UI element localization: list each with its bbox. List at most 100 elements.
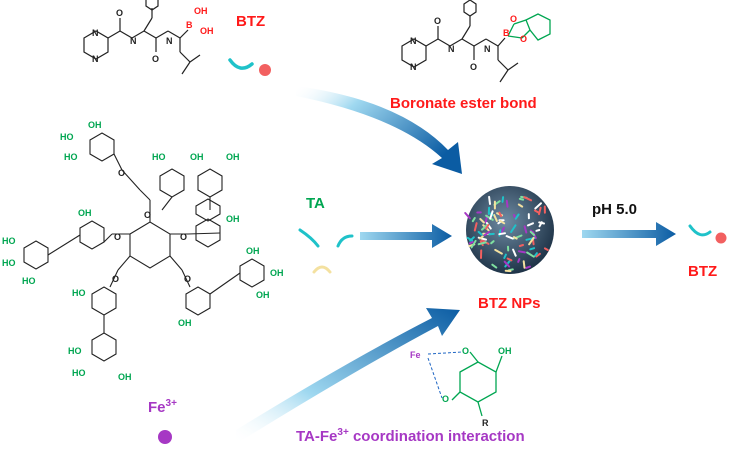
ta-ho-17: HO bbox=[68, 346, 82, 356]
np-fiber bbox=[477, 230, 483, 236]
btz-red-dot-top bbox=[259, 64, 271, 76]
ta-oh-6: OH bbox=[226, 152, 240, 162]
ta-o-e: O bbox=[112, 274, 119, 284]
pyrazine-n2: N bbox=[92, 54, 99, 64]
np-fiber bbox=[533, 209, 540, 214]
np-fiber bbox=[514, 213, 520, 220]
btz-nanoparticle bbox=[464, 186, 554, 274]
coord-o2: O bbox=[442, 394, 449, 404]
np-fiber bbox=[510, 224, 517, 233]
ta-ho-3: HO bbox=[64, 152, 78, 162]
np-fiber bbox=[477, 241, 487, 246]
boron-atom: B bbox=[186, 20, 193, 30]
np-fiber bbox=[513, 236, 518, 240]
btz-teal-arc-top bbox=[228, 58, 254, 70]
np-fiber bbox=[534, 202, 542, 210]
catechol-ring-green bbox=[507, 13, 551, 41]
tannic-acid-structure bbox=[23, 132, 265, 362]
np-fiber bbox=[469, 236, 475, 242]
ester-o1: O bbox=[434, 16, 441, 26]
ester-o4: O bbox=[520, 34, 527, 44]
np-fiber bbox=[505, 235, 514, 240]
np-fiber bbox=[470, 239, 477, 249]
ta-oh-16: OH bbox=[178, 318, 192, 328]
fe-ion-label-sup: 3+ bbox=[166, 398, 178, 409]
ph-label: pH 5.0 bbox=[592, 201, 637, 218]
np-fiber bbox=[543, 247, 549, 251]
ta-ho-2: HO bbox=[60, 132, 74, 142]
np-fiber bbox=[526, 251, 535, 258]
np-fiber bbox=[505, 199, 509, 208]
boron-oh2: OH bbox=[200, 26, 214, 36]
amide-nh1: N bbox=[130, 36, 137, 46]
arrow-fe-to-np bbox=[236, 308, 460, 444]
np-fiber bbox=[494, 248, 503, 255]
ta-o-c: O bbox=[114, 232, 121, 242]
ta-ho-15: HO bbox=[72, 288, 86, 298]
np-fiber bbox=[532, 238, 535, 246]
np-fiber bbox=[499, 220, 506, 225]
np-fiber bbox=[504, 259, 512, 268]
boronate-ester-label: Boronate ester bond bbox=[390, 95, 537, 112]
ta-teal-arc-2 bbox=[336, 234, 354, 248]
ester-n1: N bbox=[410, 36, 417, 46]
ta-ho-11: HO bbox=[22, 276, 36, 286]
coordination-label-suffix: coordination interaction bbox=[349, 428, 525, 445]
np-fiber bbox=[518, 244, 524, 247]
np-fiber bbox=[525, 265, 531, 269]
coord-fe: Fe bbox=[410, 350, 421, 360]
ta-yellow-arc bbox=[312, 265, 332, 274]
np-fiber bbox=[489, 210, 494, 220]
carbonyl-o1: O bbox=[116, 8, 123, 18]
np-fiber bbox=[498, 211, 503, 218]
np-fiber bbox=[512, 248, 517, 257]
ester-n2: N bbox=[410, 62, 417, 72]
np-fiber bbox=[498, 232, 506, 236]
ta-oh-14: OH bbox=[256, 290, 270, 300]
ta-oh-12: OH bbox=[246, 246, 260, 256]
fe-ion-dot bbox=[158, 430, 172, 444]
coord-r: R bbox=[482, 418, 489, 428]
fe-ion-label: Fe3+ bbox=[148, 398, 177, 416]
fe-ion-label-base: Fe bbox=[148, 399, 166, 416]
ester-o2: O bbox=[470, 62, 477, 72]
carbonyl-o2: O bbox=[152, 54, 159, 64]
np-fiber bbox=[473, 222, 478, 232]
ta-o-a: O bbox=[118, 168, 125, 178]
np-fiber bbox=[518, 197, 524, 201]
ta-ho-18: HO bbox=[72, 368, 86, 378]
np-fiber bbox=[538, 206, 542, 216]
boronate-ester-structure bbox=[401, 0, 519, 83]
np-fiber bbox=[534, 252, 538, 257]
btz-nps-label: BTZ NPs bbox=[478, 295, 541, 312]
ta-ho-4: HO bbox=[152, 152, 166, 162]
ta-ho-9: HO bbox=[2, 236, 16, 246]
np-fiber bbox=[485, 223, 490, 230]
btz-label-top: BTZ bbox=[236, 13, 265, 30]
np-fiber bbox=[500, 226, 505, 234]
np-fiber bbox=[464, 212, 471, 220]
np-fiber bbox=[488, 195, 491, 205]
coord-oh: OH bbox=[498, 346, 512, 356]
ta-oh-19: OH bbox=[118, 372, 132, 382]
np-fiber bbox=[529, 247, 536, 251]
np-fiber bbox=[535, 252, 541, 258]
ta-ho-10: HO bbox=[2, 258, 16, 268]
ta-oh-5: OH bbox=[190, 152, 204, 162]
np-fiber bbox=[478, 235, 484, 240]
coord-o1: O bbox=[462, 346, 469, 356]
np-fiber bbox=[517, 258, 521, 263]
ester-nh1: N bbox=[448, 44, 455, 54]
np-fiber bbox=[506, 257, 513, 262]
np-fiber bbox=[517, 203, 524, 208]
boron-oh1: OH bbox=[194, 6, 208, 16]
ta-teal-arc-1 bbox=[298, 228, 320, 248]
ta-oh-13: OH bbox=[270, 268, 284, 278]
btz-red-dot-right bbox=[715, 232, 727, 244]
np-fiber bbox=[491, 263, 498, 269]
ta-o-f: O bbox=[184, 274, 191, 284]
np-fiber bbox=[481, 224, 488, 231]
np-fiber bbox=[512, 214, 517, 219]
ester-o3: O bbox=[510, 14, 517, 24]
coordination-label: TA-Fe3+ coordination interaction bbox=[296, 427, 525, 445]
